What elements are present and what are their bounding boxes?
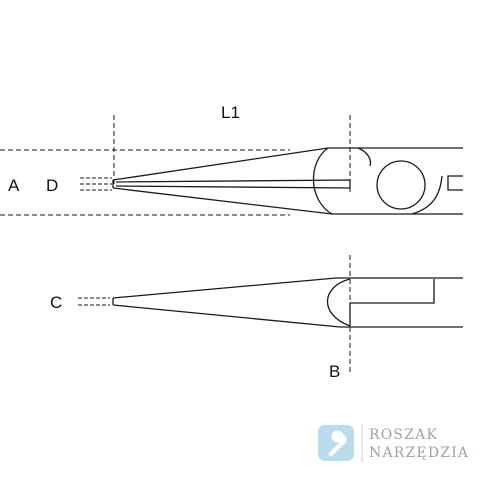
handle-slot	[447, 175, 463, 191]
watermark: ROSZAK NARZĘDZIA	[318, 424, 469, 462]
d-dimension-lines	[80, 177, 112, 191]
top-dimension-lines	[0, 115, 351, 216]
watermark-line2: NARZĘDZIA	[369, 445, 469, 461]
top-body-curve-lower	[411, 175, 443, 215]
c-dimension-lines	[78, 297, 110, 306]
bottom-jaw-upper-edge	[112, 277, 463, 299]
top-body-curve	[357, 147, 372, 167]
top-jaw-upper-edge	[112, 147, 463, 181]
wrench-icon	[318, 425, 354, 461]
top-jaw-base-arc	[312, 147, 333, 215]
label-l1: L1	[221, 103, 240, 122]
top-jaw-parting-line	[115, 179, 351, 189]
bottom-view	[112, 277, 463, 328]
bottom-jaw-lower-edge	[112, 304, 463, 328]
top-jaw-lower-edge	[112, 187, 463, 215]
label-c: C	[50, 293, 62, 312]
bottom-handle-step	[349, 279, 435, 326]
label-d: D	[46, 176, 58, 195]
pivot-circle	[376, 160, 426, 210]
label-b: B	[329, 362, 340, 381]
top-view	[112, 147, 463, 215]
watermark-line1: ROSZAK	[369, 427, 438, 443]
label-a: A	[8, 176, 20, 195]
bottom-jaw-base-arc	[326, 278, 351, 327]
